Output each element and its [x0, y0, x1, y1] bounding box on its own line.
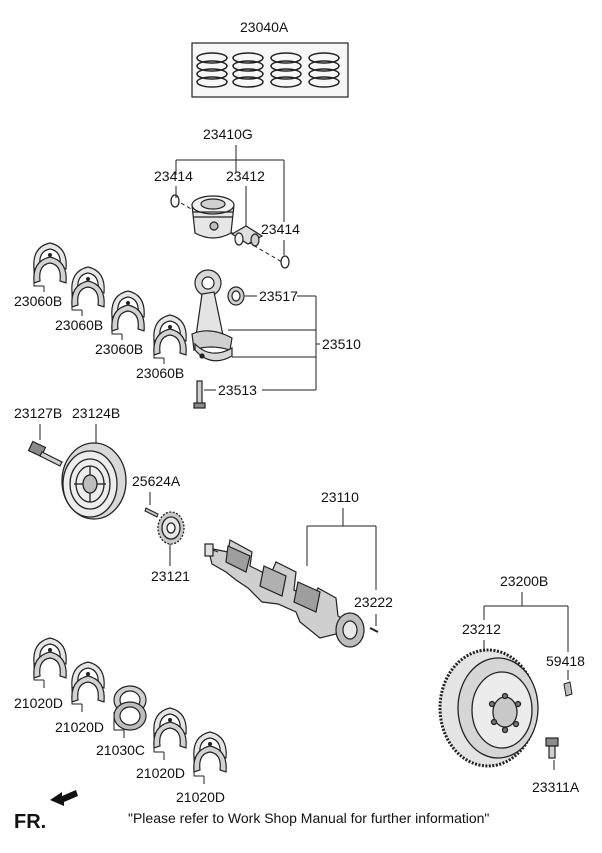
crank-pin-icon: [369, 627, 379, 633]
piston-rings-box: [191, 42, 349, 98]
piston-rings-icon: [196, 52, 340, 88]
label-flywheel-assy: 23200B: [500, 573, 548, 589]
bearing-icon: [71, 661, 105, 703]
label-main-bearing-a: 21020D: [14, 695, 63, 711]
label-snap-ring-left: 23414: [154, 168, 193, 184]
piston-rings-group: 23040A: [191, 19, 349, 98]
snap-ring-right-icon: [280, 255, 290, 269]
label-piston-pin: 23412: [226, 168, 265, 184]
label-flywheel-bolt: 23311A: [532, 779, 580, 795]
pulley-group: 23127B 23124B: [14, 405, 127, 520]
sprocket-group: 25624A 23121: [132, 473, 190, 584]
label-bearing-c: 23060B: [95, 341, 143, 357]
fr-label: FR.: [14, 811, 46, 833]
label-dowel-pin: 59418: [546, 653, 585, 669]
snap-ring-left-icon: [170, 194, 180, 208]
flywheel-bolt-icon: [545, 737, 559, 759]
sprocket-icon: [157, 511, 185, 545]
damper-pulley-icon: [61, 442, 127, 520]
bearing-icon: [153, 707, 187, 749]
label-crank-pin: 23222: [354, 594, 393, 610]
label-crankshaft-assy: 23110: [321, 489, 359, 505]
conrod-bolt-icon: [193, 380, 206, 409]
leader-main-bearings: [33, 662, 205, 784]
label-conrod-bolt: 23513: [218, 382, 257, 398]
bearing-icon: [33, 242, 67, 284]
piston-group: 23410G 23414 23412 23414: [154, 126, 300, 269]
label-main-bearing-c: 21020D: [136, 765, 185, 781]
main-bearings-group: 21020D 21020D 21030C 21020D 21020D: [14, 637, 227, 805]
label-piston-set: 23410G: [203, 126, 253, 142]
flywheel-icon: [438, 648, 539, 768]
key-icon: [144, 507, 159, 518]
label-damper-pulley: 23124B: [72, 405, 120, 421]
label-conrod-assy: 23510: [322, 336, 361, 352]
label-bushing: 23517: [259, 288, 298, 304]
bearing-icon: [193, 731, 227, 773]
leader-piston-set: [175, 145, 285, 222]
label-bearing-b: 23060B: [55, 317, 103, 333]
conrod-group: 23517 23510 23513: [191, 269, 361, 409]
conrod-cap-icon: [194, 342, 233, 362]
label-thrust-bearing: 21030C: [96, 742, 145, 758]
label-rings: 23040A: [240, 19, 289, 35]
label-main-bearing-d: 21020D: [176, 789, 225, 805]
bearing-icon: [153, 314, 187, 356]
label-main-bearing-b: 21020D: [55, 719, 104, 735]
footer: FR. "Please refer to Work Shop Manual fo…: [14, 790, 489, 833]
label-ring-gear: 23212: [462, 621, 501, 637]
leader-conrod: [204, 295, 320, 391]
thrust-bearing-icon: [113, 685, 147, 731]
pulley-bolt-icon: [27, 440, 63, 467]
flywheel-group: 23200B 23212 59418 2: [438, 573, 585, 795]
bearing-icon: [33, 637, 67, 679]
conrod-icon: [191, 269, 233, 351]
piston-pin-icon: [230, 225, 264, 247]
footer-note: "Please refer to Work Shop Manual for fu…: [128, 810, 489, 826]
leader-crankshaft: [306, 508, 377, 626]
dowel-pin-icon: [563, 681, 573, 697]
leader-flywheel: [483, 592, 569, 770]
label-key: 25624A: [132, 473, 181, 489]
label-snap-ring-right: 23414: [261, 221, 300, 237]
bearing-icon: [111, 290, 145, 332]
bearing-icon: [71, 266, 105, 308]
label-bearing-a: 23060B: [14, 293, 62, 309]
conrod-bearings-group: 23060B 23060B 23060B 23060B: [14, 242, 187, 381]
bushing-icon: [227, 286, 245, 306]
label-pulley-bolt: 23127B: [14, 405, 62, 421]
label-bearing-d: 23060B: [136, 365, 184, 381]
piston-icon: [191, 195, 235, 239]
front-arrow-icon: [50, 790, 78, 806]
crankshaft-icon: [204, 539, 365, 648]
crankshaft-group: 23110 23222: [204, 489, 393, 648]
leader-bearings: [33, 268, 165, 364]
label-sprocket: 23121: [151, 568, 190, 584]
